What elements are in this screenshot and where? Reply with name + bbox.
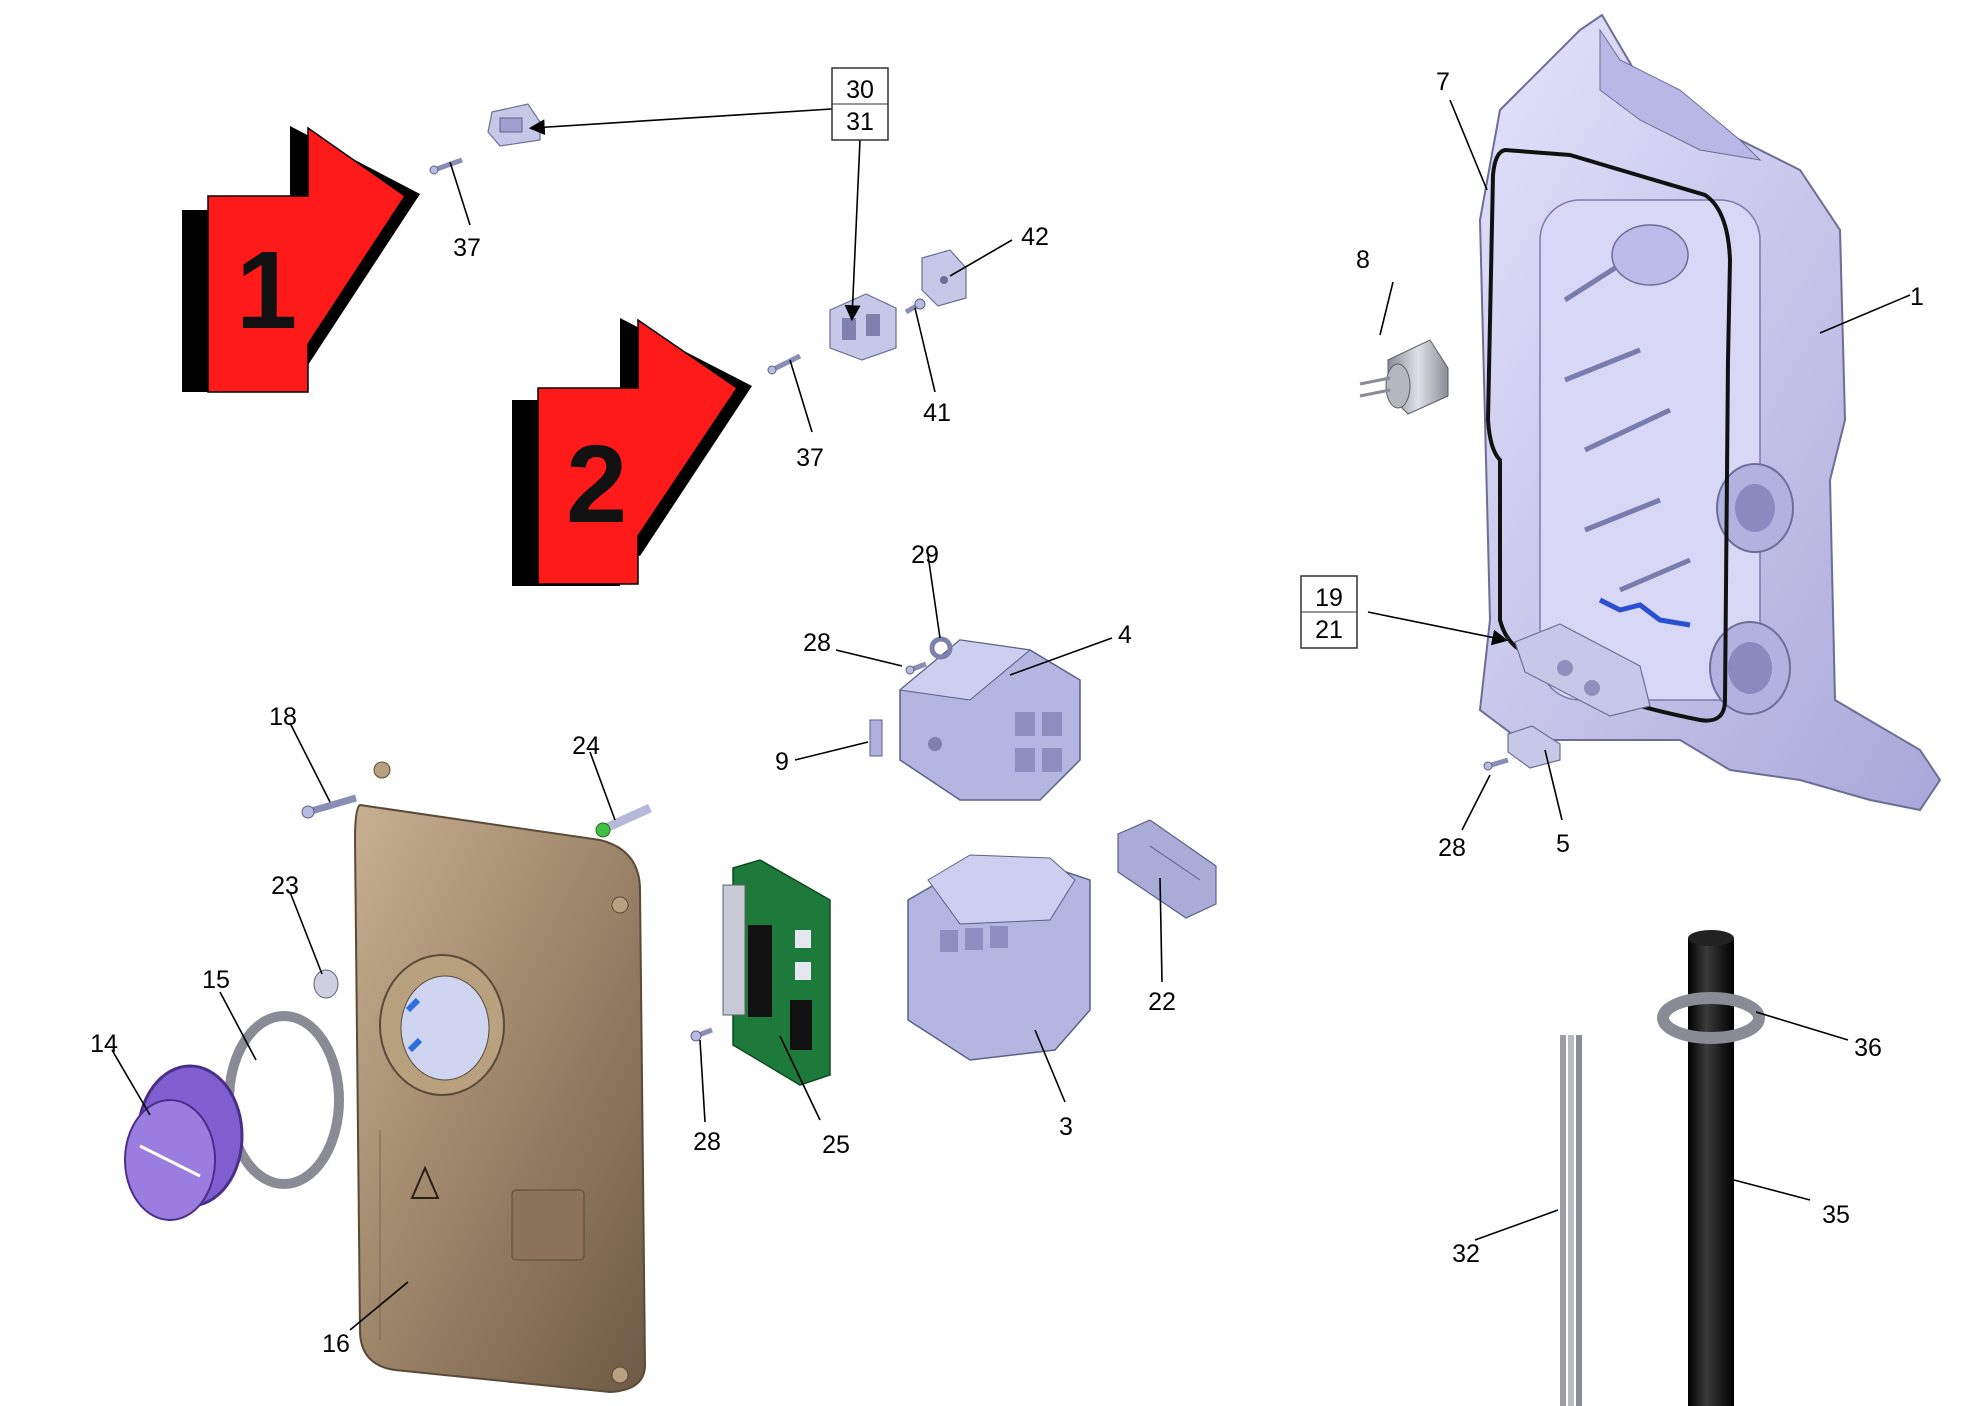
wire-bundle-part-32[interactable] [1560, 1035, 1582, 1406]
callout-1: 1 [1910, 283, 1924, 311]
screw-37a-part[interactable] [429, 157, 463, 175]
callout-30: 30 [846, 76, 874, 104]
callout-9: 9 [775, 748, 789, 776]
callout-22: 22 [1148, 988, 1176, 1016]
screw-28b-part[interactable] [690, 1027, 713, 1042]
callout-box-19-21: 19 21 [1300, 575, 1358, 649]
callout-28a: 28 [803, 629, 831, 657]
pcb-part-25[interactable] [722, 859, 831, 1086]
callout-18: 18 [269, 703, 297, 731]
callout-29: 29 [911, 541, 939, 569]
callout-35: 35 [1822, 1201, 1850, 1229]
callout-42: 42 [1021, 223, 1049, 251]
callout-15: 15 [202, 966, 230, 994]
contactor-part-4[interactable] [898, 639, 1081, 801]
lens-part-14[interactable] [124, 1064, 244, 1221]
screw-37b-part[interactable] [767, 353, 802, 375]
callout-37b: 37 [796, 444, 824, 472]
terminal-strip-part-19-21[interactable] [1514, 623, 1651, 717]
callout-19: 19 [1315, 584, 1343, 612]
callout-5: 5 [1556, 830, 1570, 858]
callout-37a: 37 [453, 234, 481, 262]
screw-28c-part[interactable] [1483, 757, 1509, 771]
cover-part-16[interactable] [353, 761, 647, 1394]
contactor-part-3[interactable] [907, 854, 1091, 1061]
callout-8: 8 [1356, 246, 1370, 274]
callout-16: 16 [322, 1330, 350, 1358]
step-2-label: 2 [566, 423, 627, 546]
callout-7: 7 [1436, 68, 1450, 96]
washer-29-part[interactable] [929, 636, 953, 660]
step-1-arrow-marker: 1 [182, 126, 420, 393]
callout-4: 4 [1118, 621, 1132, 649]
callout-28b: 28 [693, 1128, 721, 1156]
housing-part-1[interactable] [1478, 13, 1942, 812]
screw-18-part[interactable] [301, 794, 357, 819]
callout-36: 36 [1854, 1034, 1882, 1062]
callout-3: 3 [1059, 1113, 1073, 1141]
screw-28a-part[interactable] [905, 661, 927, 675]
callout-41: 41 [923, 399, 951, 427]
leader-lines [111, 99, 1911, 1331]
terminal-block-part[interactable] [829, 293, 897, 361]
screw-41-part[interactable] [904, 298, 926, 315]
step-2-arrow-marker: 2 [512, 318, 752, 586]
callout-25: 25 [822, 1131, 850, 1159]
callout-32: 32 [1452, 1240, 1480, 1268]
plug-part-23[interactable] [313, 969, 339, 999]
din-rail-part-22[interactable] [1117, 819, 1217, 919]
callout-box-30-31: 30 31 [831, 67, 889, 141]
grommet-part-36[interactable] [1657, 992, 1765, 1044]
callout-23: 23 [271, 872, 299, 900]
bracket-42-part[interactable] [921, 249, 967, 307]
contact-9-part[interactable] [869, 719, 883, 757]
led-part-24[interactable] [595, 803, 652, 838]
cable-part-35[interactable] [1688, 930, 1734, 1406]
callout-24: 24 [572, 732, 600, 760]
terminal-clip-part[interactable] [487, 103, 541, 147]
capacitor-part-8[interactable] [1359, 339, 1449, 415]
callout-14: 14 [90, 1030, 118, 1058]
callout-labels: 37 37 41 42 7 1 8 28 5 29 28 4 9 22 3 25… [90, 68, 1924, 1358]
callout-31: 31 [846, 108, 874, 136]
callout-21: 21 [1315, 616, 1343, 644]
step-1-label: 1 [236, 229, 297, 352]
callout-28c: 28 [1438, 834, 1466, 862]
